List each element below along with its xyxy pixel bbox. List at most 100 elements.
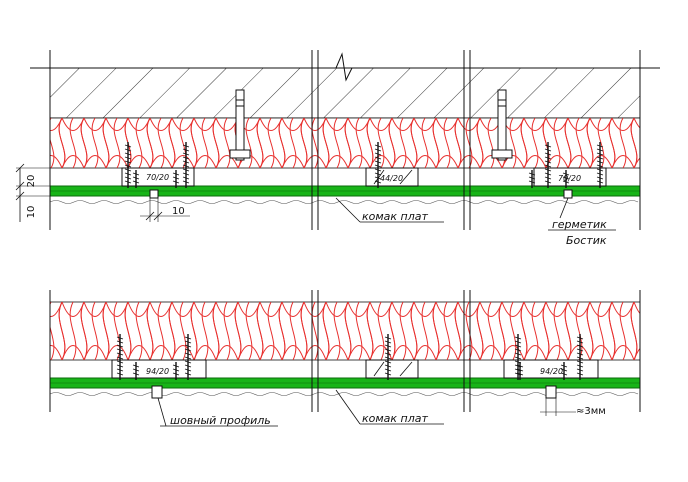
- insulation-loop: [127, 118, 151, 168]
- insulation-loop: [83, 118, 107, 168]
- screw: [596, 142, 604, 188]
- insulation-loop: [193, 118, 217, 168]
- tag-bottom-left: 94/20: [146, 367, 169, 376]
- insulation-loop: [369, 118, 393, 168]
- screw: [124, 142, 132, 188]
- screws-bottom: [116, 334, 584, 380]
- screw: [132, 170, 140, 188]
- label-seam-profile-text: шовный профиль: [170, 414, 271, 427]
- insulation-loop: [633, 302, 640, 360]
- screw: [374, 142, 382, 188]
- insulation-wave: [58, 302, 638, 360]
- insulation-loop: [149, 118, 173, 168]
- label-gap: ≈3мм: [540, 398, 606, 417]
- screw: [172, 170, 180, 188]
- dim-10-horizontal: 10: [172, 206, 185, 217]
- dim-10-vertical: 10: [26, 206, 37, 219]
- screw: [132, 362, 140, 380]
- insulation-loop: [391, 302, 415, 360]
- label-board-top: комак плат: [335, 197, 444, 223]
- insulation-loop: [127, 302, 151, 360]
- break-mark: [335, 52, 353, 82]
- screw: [528, 170, 536, 188]
- label-board-bottom: комак плат: [335, 389, 444, 425]
- label-sealant-text: герметик: [552, 218, 607, 231]
- tag-top-left: 70/20: [146, 173, 169, 182]
- screw: [544, 142, 552, 188]
- insulation-loop: [105, 118, 129, 168]
- tag-top-right: 70/20: [558, 174, 581, 183]
- insulation-loop: [325, 302, 349, 360]
- insulation-loop: [347, 118, 371, 168]
- insulation-loop: [281, 302, 305, 360]
- insulation-loop: [61, 118, 85, 168]
- insulation-loop: [215, 302, 239, 360]
- tag-bottom-right: 94/20: [540, 367, 563, 376]
- screw: [184, 334, 192, 380]
- insulation-waves-bottom: [50, 302, 678, 360]
- insulation-loop: [523, 302, 547, 360]
- profile-top-middle: [365, 167, 419, 187]
- tag-top-middle: 44/20: [380, 174, 403, 183]
- label-seam-profile: шовный профиль: [157, 397, 278, 427]
- screw: [384, 334, 392, 380]
- insulation-loop: [391, 118, 415, 168]
- insulation-loop: [61, 302, 85, 360]
- insulation-loop: [303, 302, 327, 360]
- insulation-loop: [501, 302, 525, 360]
- insulation-loop: [656, 302, 678, 360]
- seam-profile-right: [545, 385, 557, 399]
- screw: [560, 362, 568, 380]
- insulation-loop: [457, 118, 481, 168]
- insulation-loop: [303, 118, 327, 168]
- insulation-loop: [237, 302, 261, 360]
- seam-clip-top-right: [563, 189, 573, 199]
- insulation-loop: [281, 118, 305, 168]
- screw: [576, 334, 584, 380]
- insulation-loop: [193, 302, 217, 360]
- screw: [516, 362, 524, 380]
- label-gap-text: ≈3мм: [576, 406, 606, 417]
- insulation-loop: [105, 302, 129, 360]
- insulation-wave: [50, 302, 627, 360]
- insulation-loop: [325, 118, 349, 168]
- insulation-loop: [656, 118, 678, 168]
- insulation-loop: [545, 302, 569, 360]
- insulation-loop: [149, 302, 173, 360]
- insulation-loop: [259, 302, 283, 360]
- insulation-loop: [435, 118, 459, 168]
- profile-bottom-right: [503, 359, 599, 379]
- insulation-loop: [413, 302, 437, 360]
- seam-profile-left: [151, 385, 163, 399]
- insulation-loop: [413, 118, 437, 168]
- screw: [514, 334, 522, 380]
- label-board-bottom-text: комак плат: [362, 412, 429, 425]
- insulation-loop: [369, 302, 393, 360]
- insulation-loop: [611, 118, 635, 168]
- insulation-loop: [479, 302, 503, 360]
- insulation-loop: [50, 118, 63, 168]
- insulation-wave: [50, 118, 627, 168]
- insulation-loop: [633, 118, 640, 168]
- top-row-details: 70/20 44/20 70/20 20 10 10: [15, 50, 678, 247]
- insulation-loop: [589, 302, 613, 360]
- bottom-row-details: 94/20 94/20 шовный профиль комак плат ≈3…: [49, 290, 678, 427]
- profile-bottom-middle: [365, 359, 419, 379]
- dimension-width: 10: [140, 196, 190, 222]
- insulation-loop: [457, 302, 481, 360]
- dimension-height: 20 10: [15, 163, 50, 222]
- screw: [116, 334, 124, 380]
- screws-top: [124, 142, 604, 188]
- insulation-loop: [259, 118, 283, 168]
- screw: [562, 170, 570, 188]
- insulation-loop: [171, 302, 195, 360]
- insulation-loop: [567, 118, 591, 168]
- screw: [172, 362, 180, 380]
- dim-20: 20: [26, 175, 37, 188]
- insulation-loop: [171, 118, 195, 168]
- insulation-loop: [83, 302, 107, 360]
- insulation-loop: [611, 302, 635, 360]
- seam-clip-top-left: [149, 189, 159, 199]
- label-sealant: герметик Бостик: [548, 197, 616, 247]
